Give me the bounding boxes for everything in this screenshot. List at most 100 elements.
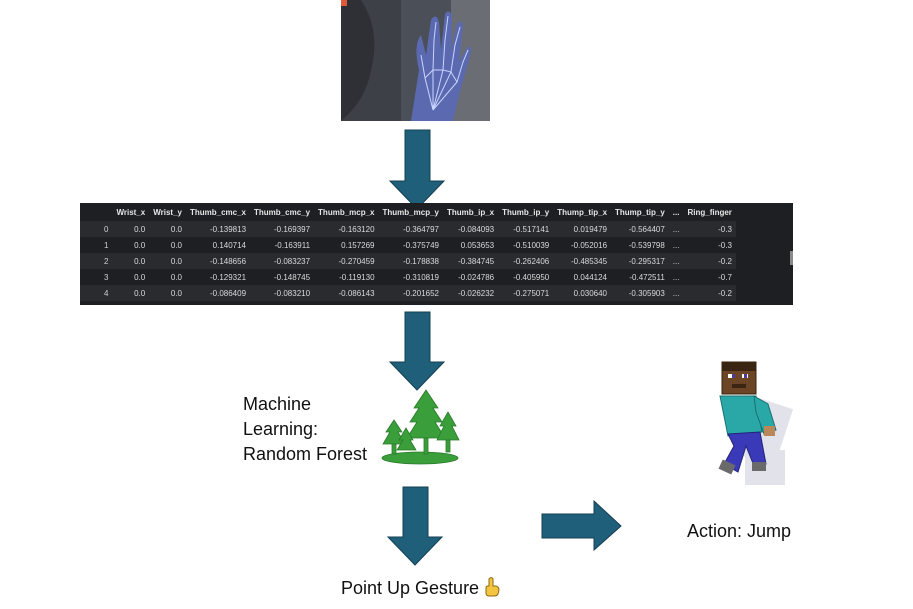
table-cell: -0.310819	[402, 272, 439, 282]
column-header: Thumb_cmc_y	[254, 207, 311, 217]
column-header: ...	[672, 207, 680, 217]
table-cell: -0.275071	[498, 285, 554, 301]
model-label-line1: Machine	[243, 394, 312, 414]
table-cell: 0.0	[170, 272, 182, 282]
table-cell: ...	[668, 221, 684, 237]
table-cell: -0.086409	[185, 285, 251, 301]
down-arrow-2	[388, 311, 446, 391]
table-cell: -0.119130	[339, 272, 375, 282]
table-cell: ...	[668, 285, 684, 301]
table-cell: -0.163120	[314, 221, 379, 237]
table-header-row: Wrist_x Wrist_y Thumb_cmc_x Thumb_cmc_y …	[80, 203, 736, 221]
table-cell: -0.3	[683, 221, 736, 237]
table-cell: -0.148656	[185, 253, 251, 269]
table-cell: -0.7	[718, 272, 732, 282]
table-cell: 0.0	[149, 221, 186, 237]
hand-landmark-image	[341, 0, 490, 121]
table-cell: -0.129321	[209, 272, 247, 282]
column-header: Thumb_mcp_y	[382, 207, 439, 217]
hand-landmark-photo	[341, 0, 490, 121]
jumping-character-icon	[718, 361, 794, 485]
table-cell: -0.024786	[458, 272, 495, 282]
table-cell: -0.178838	[378, 253, 443, 269]
column-header: Thumb_mcp_x	[318, 207, 375, 217]
row-index: 4	[80, 285, 113, 301]
table-cell: 0.140714	[212, 240, 247, 250]
table-cell: -0.139813	[185, 221, 251, 237]
row-index: 3	[104, 272, 109, 282]
table-cell: 0.030640	[553, 285, 612, 301]
row-index: 0	[80, 221, 113, 237]
point-up-hand-icon	[485, 577, 500, 597]
table-cell: -0.295317	[611, 253, 669, 269]
column-header	[80, 203, 112, 221]
right-arrow	[541, 499, 622, 552]
table-cell: 0.0	[149, 253, 186, 269]
table-cell: -0.3	[718, 240, 732, 250]
row-index: 2	[80, 253, 113, 269]
model-label-line3: Random Forest	[243, 444, 368, 464]
column-header: Thumb_ip_y	[502, 207, 550, 217]
gesture-label-text: Point Up Gesture	[341, 578, 480, 598]
table-scrollbar[interactable]	[790, 251, 793, 265]
column-header: Wrist_x	[116, 207, 146, 217]
table-cell: -0.510039	[513, 240, 550, 250]
table-cell: -0.384745	[442, 253, 499, 269]
table-cell: -0.086143	[314, 285, 379, 301]
table-cell: ...	[672, 272, 680, 282]
table-cell: -0.517141	[498, 221, 554, 237]
column-header: Ring_finger	[687, 207, 732, 217]
table-cell: -0.270459	[314, 253, 379, 269]
table-cell: -0.405950	[513, 272, 550, 282]
gesture-label: Point Up Gesture	[341, 576, 500, 601]
table-cell: -0.201652	[378, 285, 443, 301]
table-row: 1 0.0 0.0 0.140714 -0.163911 0.157269 -0.37574…	[80, 237, 736, 253]
table-cell: -0.163911	[274, 240, 311, 250]
table-cell: -0.148745	[274, 272, 311, 282]
table-cell: 0.044124	[573, 272, 608, 282]
table-cell: 0.0	[134, 240, 146, 250]
table-cell: 0.0	[112, 221, 150, 237]
table-cell: 0.0	[134, 272, 146, 282]
table-cell: -0.485345	[553, 253, 612, 269]
table-cell: -0.052016	[570, 240, 608, 250]
table-cell: 0.157269	[341, 240, 375, 250]
down-arrow-1	[388, 129, 446, 210]
column-header: Thump_tip_x	[557, 207, 608, 217]
table-cell: -0.2	[683, 285, 736, 301]
table-cell: ...	[668, 253, 684, 269]
column-header: Wrist_y	[153, 207, 182, 217]
table-cell: -0.539798	[628, 240, 665, 250]
table-cell: -0.026232	[442, 285, 499, 301]
column-header: Thumb_cmc_x	[189, 207, 247, 217]
table-cell: 0.0	[112, 253, 150, 269]
down-arrow-3	[386, 486, 444, 566]
table-row: 3 0.0 0.0 -0.129321 -0.148745 -0.119130 -0.310…	[80, 269, 736, 285]
table-cell: -0.364797	[378, 221, 443, 237]
table-cell: -0.083237	[250, 253, 315, 269]
action-label: Action: Jump	[687, 521, 792, 541]
table-cell: ...	[672, 240, 680, 250]
landmark-data-table: Wrist_x Wrist_y Thumb_cmc_x Thumb_cmc_y …	[80, 203, 793, 305]
table-cell: -0.2	[683, 253, 736, 269]
table-cell: -0.375749	[402, 240, 439, 250]
table-cell: 0.0	[112, 285, 150, 301]
model-label-line2: Learning:	[243, 419, 319, 439]
table-cell: -0.084093	[442, 221, 499, 237]
row-index: 1	[104, 240, 109, 250]
table-cell: -0.472511	[629, 272, 665, 282]
table-cell: 0.0	[170, 240, 182, 250]
table-cell: -0.083210	[250, 285, 315, 301]
column-header: Thump_tip_y	[615, 207, 665, 217]
table-cell: -0.169397	[250, 221, 315, 237]
table-cell: -0.564407	[611, 221, 669, 237]
table-cell: 0.0	[149, 285, 186, 301]
table-cell: -0.305903	[611, 285, 669, 301]
table-cell: 0.053653	[460, 240, 495, 250]
column-header: Thumb_ip_x	[446, 207, 495, 217]
table-cell: 0.019479	[553, 221, 612, 237]
